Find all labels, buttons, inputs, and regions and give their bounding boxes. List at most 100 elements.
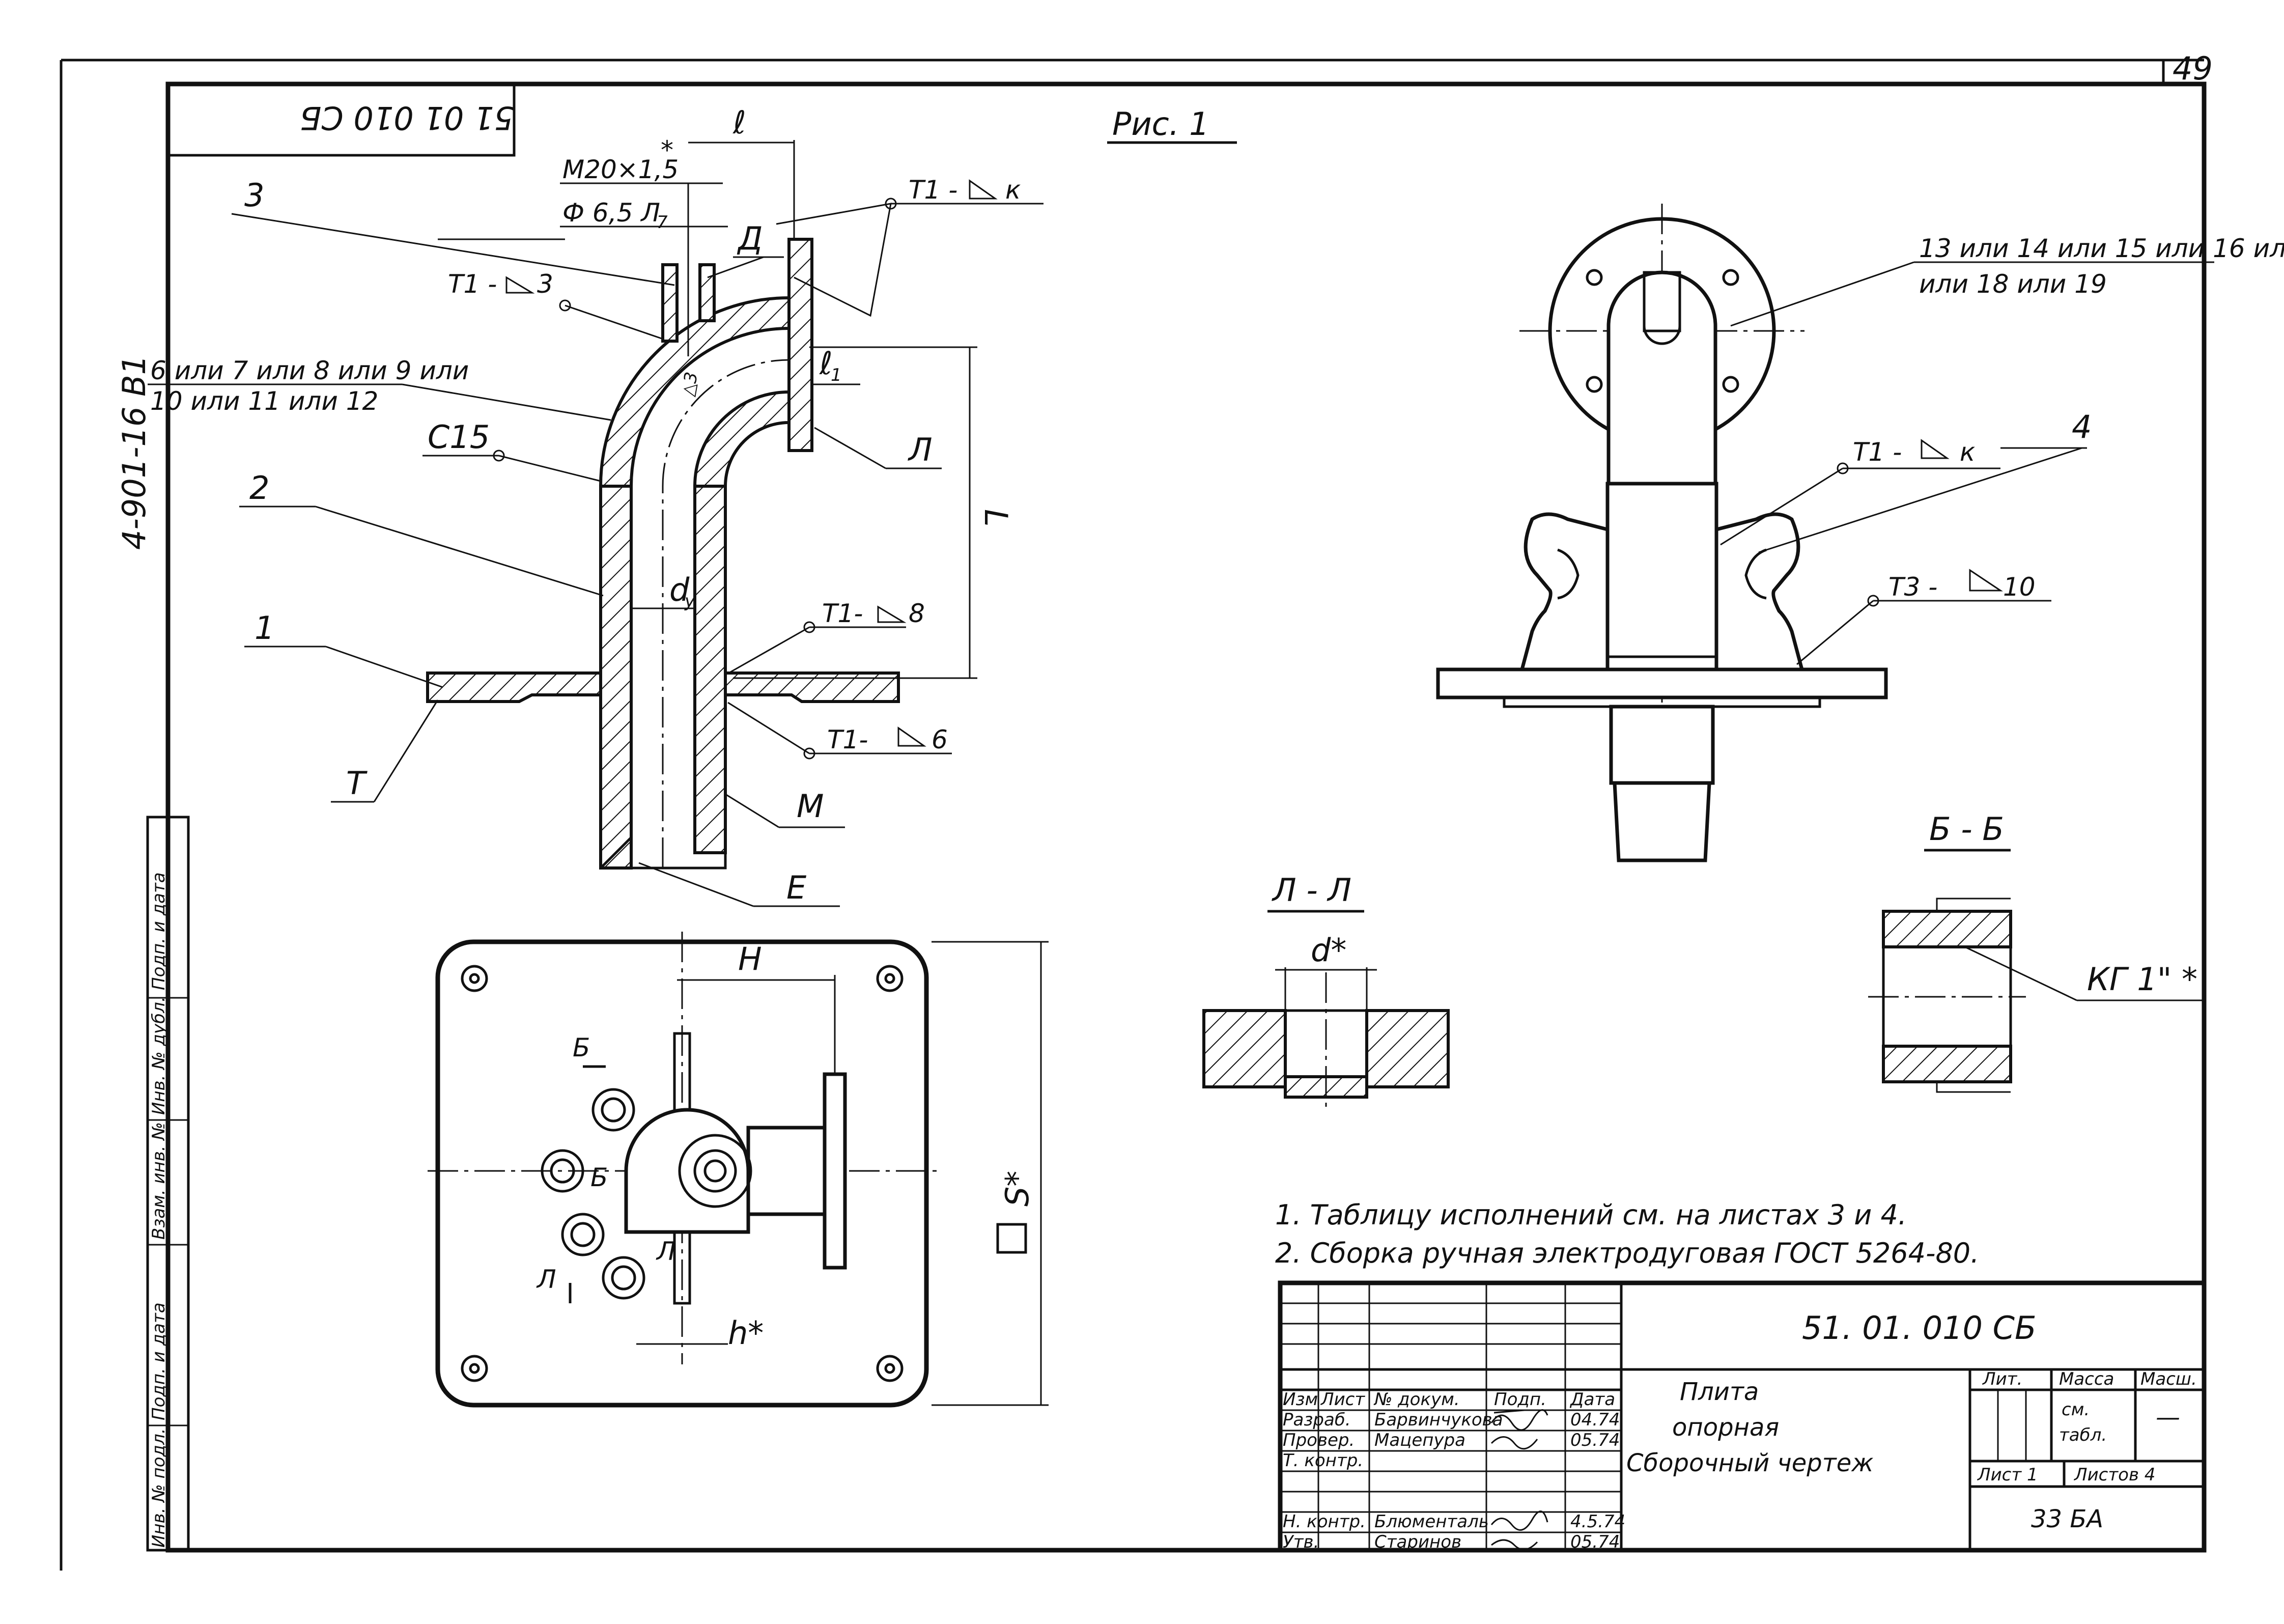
dim-d65-sub: 7 (657, 212, 668, 233)
dim-L: L (977, 509, 1014, 527)
section-BB-title: Б - Б (1929, 810, 2004, 848)
tb-nkontr-name: Блюменталь (1374, 1511, 1489, 1532)
tb-razrab-date: 04.74 (1570, 1410, 1620, 1430)
side-weld-10: Т3 - (1888, 572, 1937, 602)
note-1: 1. Таблицу исполнений см. на листах 3 и … (1275, 1199, 1907, 1231)
tb-nkontr-date: 4.5.74 (1570, 1511, 1625, 1532)
side-base-plate (1436, 667, 1888, 699)
signature-prover (1490, 1436, 1538, 1450)
part-1: 1 (255, 609, 274, 647)
tb-hdr-doc: № докум. (1373, 1389, 1460, 1410)
flange-variants-line2: или 18 или 19 (1919, 269, 2107, 299)
side-code: 4-901-16 В1 (116, 355, 153, 550)
side-view: 13 или 14 или 15 или 16 или 17 или 18 ил… (1436, 204, 2284, 862)
dim-l1-sub: 1 (831, 365, 842, 385)
tb-razrab-name: Барвинчукова (1374, 1410, 1503, 1430)
section-BB: Б - Б КГ 1" * (1868, 810, 2204, 1093)
tb-hdr-sign: Подп. (1494, 1389, 1546, 1410)
dim-dy-sub: y (684, 591, 695, 611)
pipe-bend-inner-wall (693, 390, 791, 488)
tb-utv-name: Старинов (1374, 1532, 1461, 1552)
part-2: 2 (249, 469, 269, 507)
tb-massa: Масса (2059, 1369, 2114, 1389)
plan-mark-A-left: Л (536, 1265, 556, 1294)
sensor-boss-left (661, 263, 679, 343)
tb-massa-value-2: табл. (2059, 1425, 2107, 1445)
weld-3: Т1 - (448, 269, 497, 299)
section-AA: Л - Л d* (1202, 872, 1450, 1107)
tb-name-1: Плита (1680, 1378, 1759, 1406)
variants-line1: 6 или 7 или 8 или 9 или (150, 356, 469, 385)
tb-tkontr-role: Т. контр. (1283, 1450, 1363, 1471)
dim-l1: ℓ (819, 345, 833, 382)
part-D: Д (737, 220, 763, 257)
pipe-wall-right (693, 485, 727, 854)
tb-hdr-izm: Изм (1283, 1389, 1318, 1410)
pipe-wall-left (599, 485, 633, 870)
sensor-boss-right (698, 263, 716, 322)
side-col-3: Взам. инв. № (149, 1122, 169, 1240)
base-plate-left (426, 671, 602, 703)
dim-l: ℓ (732, 104, 746, 141)
tb-sheet: Лист 1 (1977, 1465, 2038, 1485)
tb-nkontr-role: Н. контр. (1283, 1511, 1366, 1532)
dim-m20-star: * (661, 135, 673, 165)
tb-prover-role: Провер. (1283, 1430, 1355, 1450)
tb-masht-value: — (2156, 1403, 2180, 1432)
dim-m20: М20×1,5 (562, 155, 679, 184)
weld-6: Т1- (827, 725, 868, 754)
tb-utv-date: 05.74 (1570, 1532, 1620, 1552)
tb-massa-value-1: см. (2062, 1399, 2090, 1420)
signature-utv (1491, 1539, 1538, 1551)
tb-razrab-role: Разраб. (1283, 1410, 1351, 1430)
part-T: Т (346, 765, 368, 802)
weld-6-leg: 6 (932, 725, 948, 754)
side-part-4: 4 (2072, 408, 2092, 445)
weld-k: Т1 - (909, 175, 957, 205)
tb-org: 33 БА (2031, 1505, 2103, 1533)
main-section-view: ℓ М20×1,5 * Ф 6,5 Л 7 ℓ 1 L d y △3 3 Д Т… (148, 104, 1044, 907)
tb-sheets: Листов 4 (2073, 1465, 2155, 1485)
variants-line2: 10 или 11 или 12 (150, 386, 378, 416)
tb-hdr-date: Дата (1569, 1389, 1615, 1410)
side-col-5: Инв. № подл. (149, 1428, 169, 1548)
plan-mark-B-mid: Б (590, 1163, 608, 1192)
delta-3: △3 (678, 371, 702, 398)
doc-code-box: 51 01 010 СБ (166, 82, 516, 157)
flange-variants-line1: 13 или 14 или 15 или 16 или 17 (1919, 234, 2284, 263)
base-plate-right (724, 671, 900, 703)
side-col-2: Инв. № дубл. (149, 996, 169, 1115)
plan-dim-h: h* (728, 1314, 764, 1352)
tb-lit: Лит. (1982, 1369, 2022, 1389)
weld-8: Т1- (822, 599, 863, 628)
weld-8-leg: 8 (909, 599, 925, 628)
plan-dim-S: S* (999, 1171, 1036, 1207)
tb-prover-date: 05.74 (1570, 1430, 1620, 1450)
part-E: Е (786, 869, 807, 906)
sensor-ports (541, 1088, 645, 1300)
dim-dy: d (669, 571, 690, 608)
doc-code-rotated: 51 01 010 СБ (300, 99, 514, 136)
part-3: 3 (244, 177, 264, 214)
side-col-1: Подп. и дата (149, 872, 169, 990)
side-weld-k-leg: к (1960, 437, 1975, 467)
side-col-4: Подп. и дата (149, 1302, 169, 1420)
tb-prover-name: Мацепура (1374, 1430, 1465, 1450)
signature-razrab (1490, 1409, 1548, 1431)
plan-dim-H: Н (738, 940, 762, 977)
notes: 1. Таблицу исполнений см. на листах 3 и … (1275, 1199, 1979, 1269)
c15: С15 (428, 418, 490, 456)
figure-title: Рис. 1 (1112, 105, 1209, 143)
end-flange (787, 238, 813, 452)
weld-k-leg: к (1005, 175, 1021, 205)
part-A: Л (908, 431, 933, 468)
part-M: М (797, 788, 824, 825)
plan-view: Н h* S* Б Б Л Л (428, 932, 1049, 1408)
section-AA-title: Л - Л (1272, 872, 1351, 909)
side-weld-k: Т1 - (1853, 437, 1902, 467)
section-AA-dim-d: d* (1311, 932, 1346, 969)
tb-name-3: Сборочный чертеж (1626, 1449, 1874, 1477)
sheet-number: 49 (2173, 50, 2213, 87)
dim-d65: Ф 6,5 Л (562, 198, 660, 228)
